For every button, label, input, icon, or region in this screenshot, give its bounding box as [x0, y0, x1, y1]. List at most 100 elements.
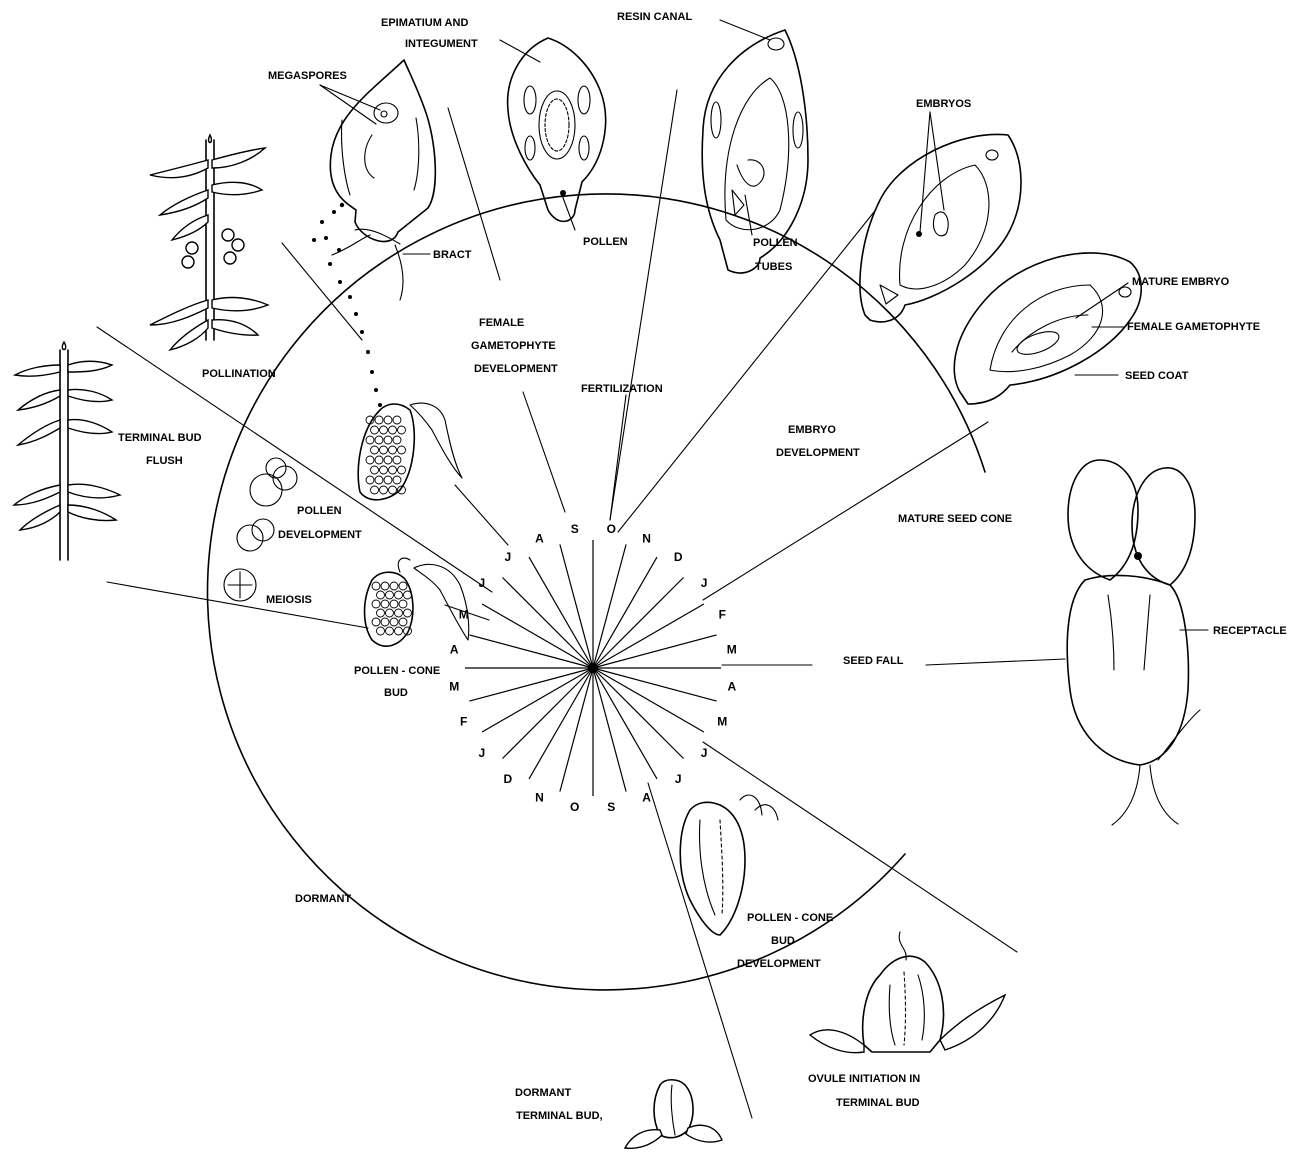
cone-scale	[372, 582, 380, 590]
cone-scale	[366, 476, 374, 484]
cone-scale	[389, 466, 397, 474]
label-leaders	[320, 20, 1208, 630]
pollen-cone-bud-dev-label-3: DEVELOPMENT	[737, 958, 821, 970]
pollen-cone-bud-dev-label-1: POLLEN - CONE	[747, 912, 833, 924]
pollination-label: POLLINATION	[202, 368, 276, 380]
month-label: F	[719, 607, 726, 621]
wheel-spoke	[593, 668, 626, 792]
wheel-spoke	[593, 604, 704, 668]
dormant-label: DORMANT	[295, 893, 351, 905]
cone-scale	[390, 618, 398, 626]
pollen-tubes-label-2: TUBES	[755, 261, 792, 273]
month-label: A	[727, 679, 736, 693]
megaspores-label: MEGASPORES	[268, 70, 347, 82]
cone-scale	[395, 591, 403, 599]
cone-scale	[393, 436, 401, 444]
cone-scale	[380, 486, 388, 494]
wheel-spoke	[503, 668, 594, 759]
cone-scale	[375, 416, 383, 424]
cone-scale	[398, 446, 406, 454]
cone-scale	[380, 446, 388, 454]
month-label: N	[535, 790, 544, 804]
mature-seed-cone-label: MATURE SEED CONE	[898, 513, 1012, 525]
cone-scale	[371, 466, 379, 474]
cone-scale	[380, 426, 388, 434]
wheel-spoke	[469, 668, 593, 701]
wheel-spoke	[593, 578, 684, 669]
embryo-development-label-1: EMBRYO	[788, 424, 836, 436]
wheel-spoke	[593, 635, 717, 668]
cone-scale	[375, 456, 383, 464]
pollination-branch-drawing	[150, 135, 268, 350]
cone-scale	[390, 582, 398, 590]
month-label: O	[570, 800, 579, 814]
mature-embryo-label: MATURE EMBRYO	[1132, 276, 1230, 288]
month-label: S	[571, 522, 579, 536]
cone-scale	[404, 591, 412, 599]
female-gametophyte-dev-label-1: FEMALE	[479, 317, 524, 329]
month-label: F	[460, 715, 467, 729]
cone-scale	[372, 618, 380, 626]
terminal-bud-flush-label-1: TERMINAL BUD	[118, 432, 202, 444]
female-gametophyte-label: FEMALE GAMETOPHYTE	[1127, 321, 1260, 333]
pollen-cone-bud-label-1: POLLEN - CONE	[354, 665, 440, 677]
cone-scale	[399, 618, 407, 626]
cone-scale	[384, 476, 392, 484]
seed-coat-label: SEED COAT	[1125, 370, 1189, 382]
month-label: J	[701, 746, 708, 760]
cone-scale	[386, 627, 394, 635]
pollen-tubes-label-1: POLLEN	[753, 237, 798, 249]
wheel-spoke	[469, 635, 593, 668]
labels: EPIMATIUM AND INTEGUMENT MEGASPORES RESI…	[118, 11, 1287, 1122]
cone-scale	[377, 591, 385, 599]
embryos-label: EMBRYOS	[916, 98, 971, 110]
epimatium-label-1: EPIMATIUM AND	[381, 17, 468, 29]
cone-scale	[380, 466, 388, 474]
meiosis-label: MEIOSIS	[266, 594, 312, 606]
cone-scale	[404, 609, 412, 617]
cone-scale	[381, 618, 389, 626]
month-label: J	[479, 576, 486, 590]
month-label: J	[479, 746, 486, 760]
cone-scale	[393, 416, 401, 424]
cone-scale	[377, 609, 385, 617]
terminal-bud-flush-label-2: FLUSH	[146, 455, 183, 467]
month-label: M	[717, 715, 727, 729]
terminal-bud-flush-branch-drawing	[14, 342, 120, 560]
bract-label: BRACT	[433, 249, 472, 261]
cone-scale	[384, 456, 392, 464]
cone-scale	[389, 486, 397, 494]
cone-scale	[399, 582, 407, 590]
pollen-development-label-2: DEVELOPMENT	[278, 529, 362, 541]
cone-scale	[381, 600, 389, 608]
wheel-spoke	[560, 544, 593, 668]
cone-scale	[366, 436, 374, 444]
epimatium-label-2: INTEGUMENT	[405, 38, 478, 50]
wheel-spoke	[560, 668, 593, 792]
month-label: A	[450, 643, 459, 657]
wheel-spoke	[482, 604, 593, 668]
cone-scale	[386, 609, 394, 617]
cone-scale	[395, 627, 403, 635]
cone-scale	[366, 456, 374, 464]
wheel-spoke	[482, 668, 593, 732]
mature-seed-cone-drawing	[1067, 460, 1200, 825]
cone-scale	[384, 416, 392, 424]
cone-scale	[393, 476, 401, 484]
cone-scale	[381, 582, 389, 590]
ovule-initiation-bud-drawing	[810, 932, 1005, 1053]
month-label: D	[674, 550, 683, 564]
fertilization-label: FERTILIZATION	[581, 383, 663, 395]
pollen-label: POLLEN	[583, 236, 628, 248]
month-label: J	[504, 550, 511, 564]
wheel-spoke	[529, 668, 593, 779]
pollen-cone-drawing	[358, 403, 462, 500]
cone-scale	[398, 466, 406, 474]
month-label: A	[535, 532, 544, 546]
cone-scale	[395, 609, 403, 617]
seed-fall-label: SEED FALL	[843, 655, 904, 667]
cone-scale	[393, 456, 401, 464]
wheel-spoke	[593, 668, 717, 701]
cone-scale	[398, 426, 406, 434]
